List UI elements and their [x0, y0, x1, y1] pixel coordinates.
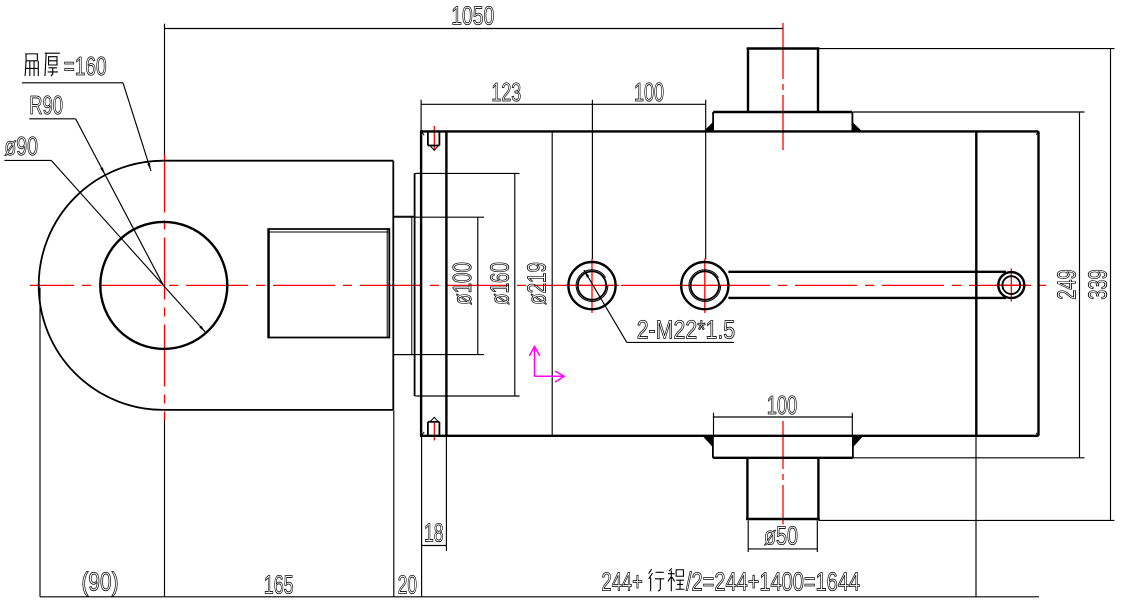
svg-text:=160: =160 [64, 51, 107, 81]
svg-text:1050: 1050 [451, 0, 494, 30]
svg-text:123: 123 [491, 77, 521, 107]
svg-text:ø50: ø50 [764, 521, 798, 551]
svg-text:R90: R90 [29, 90, 63, 120]
svg-text:2-M22*1.5: 2-M22*1.5 [637, 315, 736, 345]
svg-text:100: 100 [767, 390, 798, 420]
svg-text:18: 18 [424, 518, 444, 548]
svg-text:ø160: ø160 [485, 262, 515, 305]
svg-text:339: 339 [1083, 269, 1113, 300]
svg-text:ø219: ø219 [522, 262, 552, 305]
svg-text:244+: 244+ [602, 567, 643, 597]
svg-text:20: 20 [398, 569, 417, 599]
svg-text:100: 100 [634, 77, 664, 107]
svg-text:ø90: ø90 [4, 131, 38, 161]
svg-text:249: 249 [1052, 269, 1082, 300]
svg-text:(90): (90) [82, 566, 119, 596]
svg-text:ø100: ø100 [447, 262, 477, 305]
svg-text:/2=244+1400=1644: /2=244+1400=1644 [686, 567, 860, 597]
svg-text:165: 165 [264, 569, 294, 599]
